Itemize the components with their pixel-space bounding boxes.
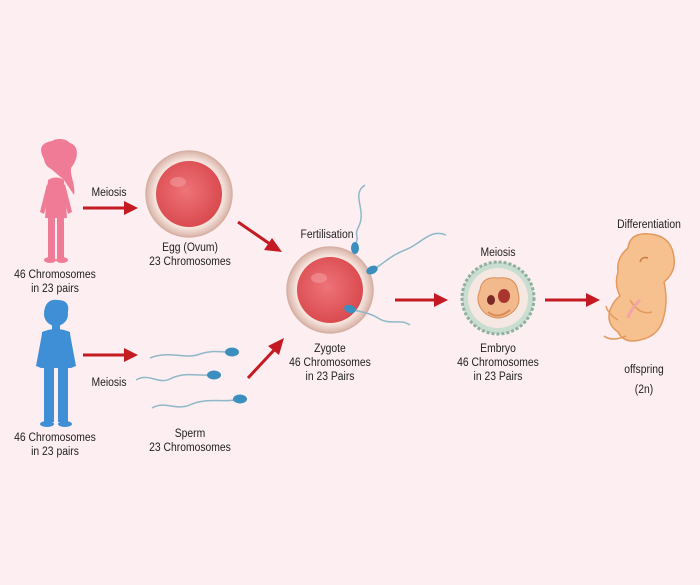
arrow-sperm-to-zygote [246,338,284,380]
zygote-label: Zygote 46 Chromosomes in 23 Pairs [287,342,373,384]
sperm-cell-icon [135,370,221,382]
embryo-pairs-text: in 23 Pairs [473,371,523,383]
boy-silhouette-icon [36,299,76,427]
fertilisation-label: Fertilisation [300,229,354,241]
embryo-chromosome-count: 46 Chromosomes [457,357,539,369]
embryo-icon [460,260,536,336]
zygote-chromosome-count: 46 Chromosomes [289,357,371,369]
zygote-name: Zygote [314,343,346,355]
offspring-ploidy: (2n) [634,384,654,396]
embryo-name: Embryo [480,343,516,355]
egg-name: Egg (Ovum) [162,242,218,254]
male-pairs-text: in 23 pairs [31,446,79,458]
sperm-cell-icon [149,347,239,359]
meiosis-female-label: Meiosis [91,187,127,199]
sperm-cell-icon [351,184,366,254]
sperm-cell-icon [366,232,447,275]
differentiation-label: Differentiation [617,219,681,231]
female-chromosome-label: 46 Chromosomes in 23 pairs [6,268,105,296]
arrow-female-to-egg [83,201,138,215]
sperm-name: Sperm [174,428,206,440]
offspring-label: offspring (2n) [610,360,678,400]
fetus-icon [603,233,676,342]
arrow-zygote-to-embryo [395,293,448,307]
arrow-male-to-sperm [83,348,138,362]
sperm-cell-icon [151,394,247,409]
embryo-label: Embryo 46 Chromosomes in 23 Pairs [455,342,541,384]
arrow-egg-to-zygote [237,220,282,252]
girl-silhouette-icon [40,138,77,263]
sperm-label: Sperm 23 Chromosomes [147,427,233,455]
meiosis-embryo-label: Meiosis [480,247,516,259]
female-pairs-text: in 23 pairs [31,283,79,295]
offspring-name: offspring [624,364,664,376]
arrow-embryo-to-offspring [545,293,600,307]
sperm-cell-icon [344,304,411,326]
egg-label: Egg (Ovum) 23 Chromosomes [147,241,233,269]
zygote-pairs-text: in 23 Pairs [305,371,355,383]
male-chromosome-label: 46 Chromosomes in 23 pairs [6,431,105,459]
sperm-chromosome-count: 23 Chromosomes [149,442,231,454]
male-chromosome-count: 46 Chromosomes [14,432,96,444]
egg-cell-icon [145,150,233,238]
zygote-cell-icon [286,246,374,334]
egg-chromosome-count: 23 Chromosomes [149,256,231,268]
meiosis-male-label: Meiosis [91,377,127,389]
female-chromosome-count: 46 Chromosomes [14,269,96,281]
